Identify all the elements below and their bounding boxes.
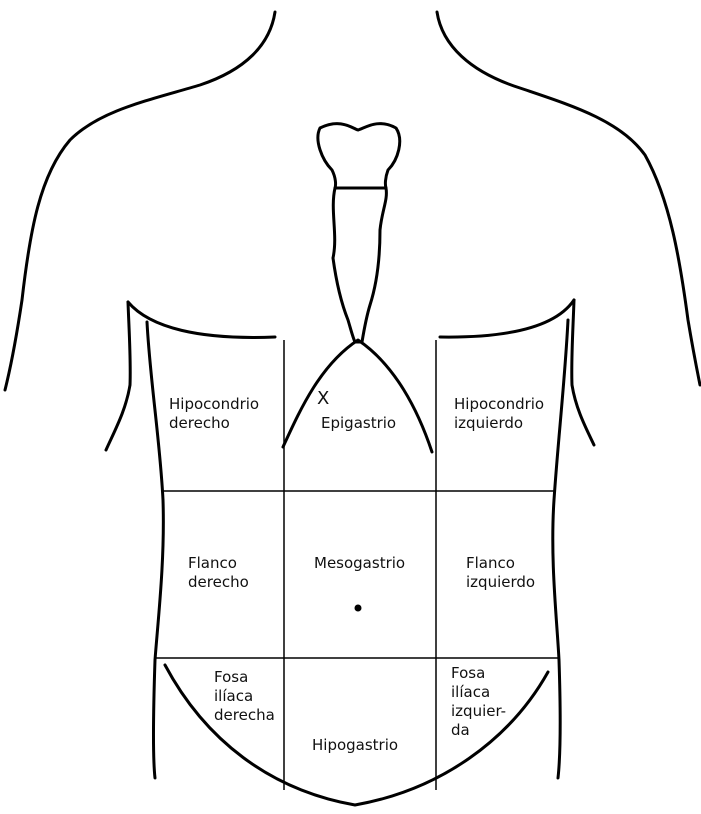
label-fosa-iliaca-derecha: Fosa ilíaca derecha [214,668,275,724]
right-inner-arm-line [572,300,594,445]
label-mesogastrio: Mesogastrio [314,554,405,572]
label-hipocondrio-derecho: Hipocondrio derecho [169,395,264,432]
label-fosa-iliaca-izquierda: Fosa ilíaca izquier- da [451,664,511,739]
right-pectoral-line [440,300,574,337]
costal-arch [283,340,432,452]
left-neck-shoulder-line [5,12,275,390]
x-marker: X [317,388,329,409]
sternum-manubrium [318,124,400,188]
left-inner-arm-line [106,302,130,450]
label-flanco-izquierdo: Flanco izquierdo [466,554,535,591]
label-flanco-derecho: Flanco derecho [188,554,249,591]
region-labels: Hipocondrio derecho Epigastrio Hipocondr… [169,395,549,754]
label-hipocondrio-izquierdo: Hipocondrio izquierdo [454,395,549,432]
left-pectoral-line [128,302,275,337]
umbilicus-dot [355,605,362,612]
torso-outline [5,12,700,805]
left-flank-line [147,322,163,778]
right-flank-line [553,320,568,778]
label-epigastrio: Epigastrio [321,414,396,432]
sternum [318,124,400,342]
sternum-body [333,188,386,342]
label-hipogastrio: Hipogastrio [312,736,398,754]
